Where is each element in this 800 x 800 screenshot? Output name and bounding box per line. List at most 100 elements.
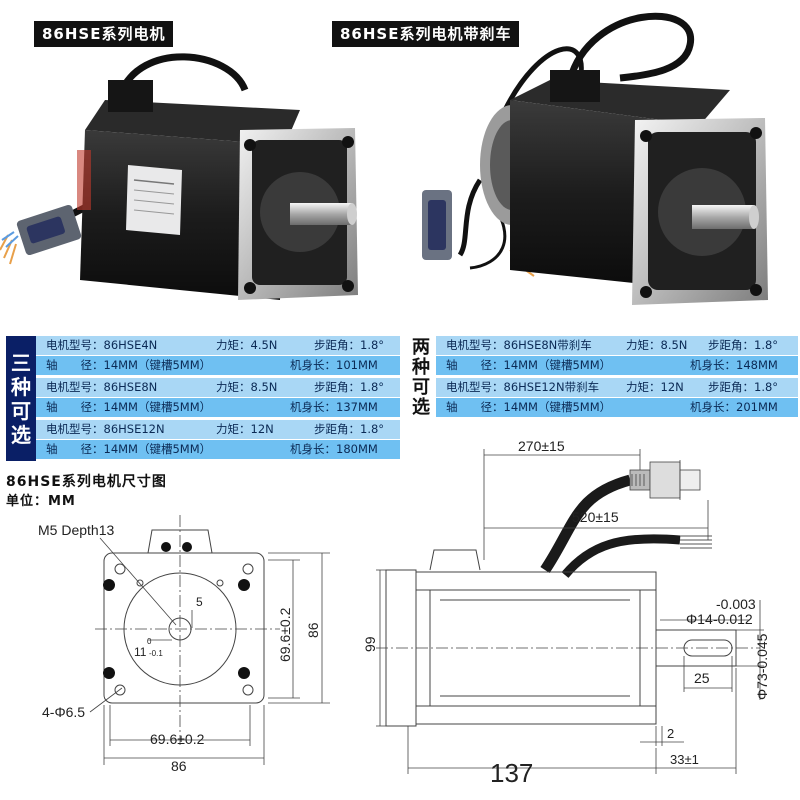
shaft-value: 14MM（键槽5MM） [503, 358, 612, 372]
length-label: 机身长： [290, 358, 336, 372]
label-flange-thickness: 2 [667, 726, 674, 741]
shaft-label: 轴 径： [46, 400, 104, 414]
label-shaft-tol-lower: -0.012 [713, 611, 753, 627]
label-hole-pitch-v: 69.6±0.2 [277, 607, 293, 662]
step-value: 1.8° [754, 338, 779, 352]
model-value: 86HSE12N带刹车 [503, 380, 600, 394]
label-key-depth: 5 [196, 595, 203, 609]
spec-table-right: 电机型号：86HSE8N带刹车 力矩：8.5N 步距角：1.8° 轴 径：14M… [436, 336, 798, 420]
label-screw: M5 Depth13 [38, 522, 114, 538]
label-char: 选 [11, 422, 31, 447]
label-shaft-length: 33±1 [670, 752, 699, 767]
shaft-label: 轴 径： [446, 400, 504, 414]
title-motor-series-brake: 86HSE系列电机带刹车 [332, 21, 520, 47]
label-key-zero: 0 [147, 637, 152, 646]
model-value: 86HSE8N [103, 380, 158, 394]
label-cable-520: 520±15 [572, 509, 619, 525]
label-char: 可 [412, 377, 430, 398]
side-view-drawing: 270±15 520±15 99 -0.003 Φ14 -0.012 Φ73-0… [362, 438, 770, 788]
shaft-label: 轴 径： [46, 358, 104, 372]
step-label: 步距角： [708, 380, 754, 394]
label-key-tol: -0.1 [149, 649, 163, 658]
label-hole-pitch-h: 69.6±0.2 [150, 731, 205, 747]
spec-row-model: 电机型号：86HSE12N带刹车 力矩：12N 步距角：1.8° [436, 378, 798, 397]
title-motor-series: 86HSE系列电机 [34, 21, 174, 47]
spec-table-left: 电机型号：86HSE4N 力矩：4.5N 步距角：1.8° 轴 径：14MM（键… [36, 336, 400, 461]
spec-row-model: 电机型号：86HSE8N 力矩：8.5N 步距角：1.8° [36, 378, 400, 397]
torque-value: 4.5N [250, 338, 278, 352]
spec-row-shaft: 轴 径：14MM（键槽5MM） 机身长：148MM [436, 356, 798, 375]
motor-photo-left [0, 0, 400, 330]
spec-row-shaft: 轴 径：14MM（键槽5MM） 机身长：101MM [36, 356, 400, 375]
model-label: 电机型号： [46, 380, 104, 394]
step-value: 1.8° [360, 422, 385, 436]
step-value: 1.8° [754, 380, 779, 394]
shaft-value: 14MM（键槽5MM） [103, 442, 212, 456]
shaft-value: 14MM（键槽5MM） [103, 358, 212, 372]
spec-row-model: 电机型号：86HSE8N带刹车 力矩：8.5N 步距角：1.8° [436, 336, 798, 355]
label-char: 选 [412, 397, 430, 418]
label-flange-height: 99 [362, 636, 378, 652]
torque-label: 力矩： [216, 422, 251, 436]
step-label: 步距角： [314, 422, 360, 436]
step-label: 步距角： [314, 380, 360, 394]
label-char: 种 [11, 374, 31, 399]
model-label: 电机型号： [446, 338, 504, 352]
spec-row-shaft: 轴 径：14MM（键槽5MM） 机身长：180MM [36, 440, 400, 459]
length-label: 机身长： [290, 442, 336, 456]
length-value: 101MM [336, 358, 378, 372]
label-char: 三 [11, 350, 31, 375]
step-value: 1.8° [360, 380, 385, 394]
step-value: 1.8° [360, 338, 385, 352]
label-height: 86 [305, 622, 321, 638]
drawing-title: 86HSE系列电机尺寸图 [6, 474, 167, 490]
front-view-drawing: M5 Depth13 5 0 11 -0.1 69.6±0.2 86 4-Φ6.… [38, 515, 330, 774]
model-value: 86HSE4N [103, 338, 158, 352]
label-pilot-dia: Φ73-0.045 [754, 633, 770, 700]
torque-label: 力矩： [626, 338, 661, 352]
label-char: 可 [11, 398, 31, 423]
label-cable-270: 270±15 [518, 438, 565, 454]
torque-value: 12N [250, 422, 274, 436]
length-label: 机身长： [690, 400, 736, 414]
label-two-options: 两 种 可 选 [406, 336, 436, 420]
shaft-label: 轴 径： [46, 442, 104, 456]
label-key-length: 25 [694, 670, 710, 686]
spec-row-model: 电机型号：86HSE4N 力矩：4.5N 步距角：1.8° [36, 336, 400, 355]
label-char: 种 [412, 357, 430, 378]
length-value: 201MM [736, 400, 778, 414]
motor-photo-right [400, 0, 800, 330]
label-width: 86 [171, 758, 187, 774]
spec-row-shaft: 轴 径：14MM（键槽5MM） 机身长：137MM [36, 398, 400, 417]
length-value: 137MM [336, 400, 378, 414]
motor-shaft [290, 203, 352, 225]
spec-row-shaft: 轴 径：14MM（键槽5MM） 机身长：201MM [436, 398, 798, 417]
model-label: 电机型号： [46, 338, 104, 352]
torque-label: 力矩： [626, 380, 661, 394]
torque-value: 8.5N [250, 380, 278, 394]
motor-shaft-brake [692, 205, 754, 229]
label-shaft-tol-upper: -0.003 [716, 596, 756, 612]
length-value: 148MM [736, 358, 778, 372]
label-body-length: 137 [490, 758, 533, 788]
label-char: 两 [412, 337, 430, 358]
model-label: 电机型号： [46, 422, 104, 436]
torque-label: 力矩： [216, 380, 251, 394]
model-value: 86HSE8N带刹车 [503, 338, 592, 352]
model-label: 电机型号： [446, 380, 504, 394]
length-label: 机身长： [290, 400, 336, 414]
label-holes: 4-Φ6.5 [42, 704, 85, 720]
shaft-value: 14MM（键槽5MM） [503, 400, 612, 414]
model-value: 86HSE12N [103, 422, 165, 436]
torque-label: 力矩： [216, 338, 251, 352]
label-three-options: 三 种 可 选 [6, 336, 36, 461]
step-label: 步距角： [314, 338, 360, 352]
torque-value: 12N [660, 380, 684, 394]
step-label: 步距角： [708, 338, 754, 352]
torque-value: 8.5N [660, 338, 688, 352]
length-label: 机身长： [690, 358, 736, 372]
shaft-label: 轴 径： [446, 358, 504, 372]
length-value: 180MM [336, 442, 378, 456]
db9-connector-left [0, 204, 82, 265]
shaft-value: 14MM（键槽5MM） [103, 400, 212, 414]
